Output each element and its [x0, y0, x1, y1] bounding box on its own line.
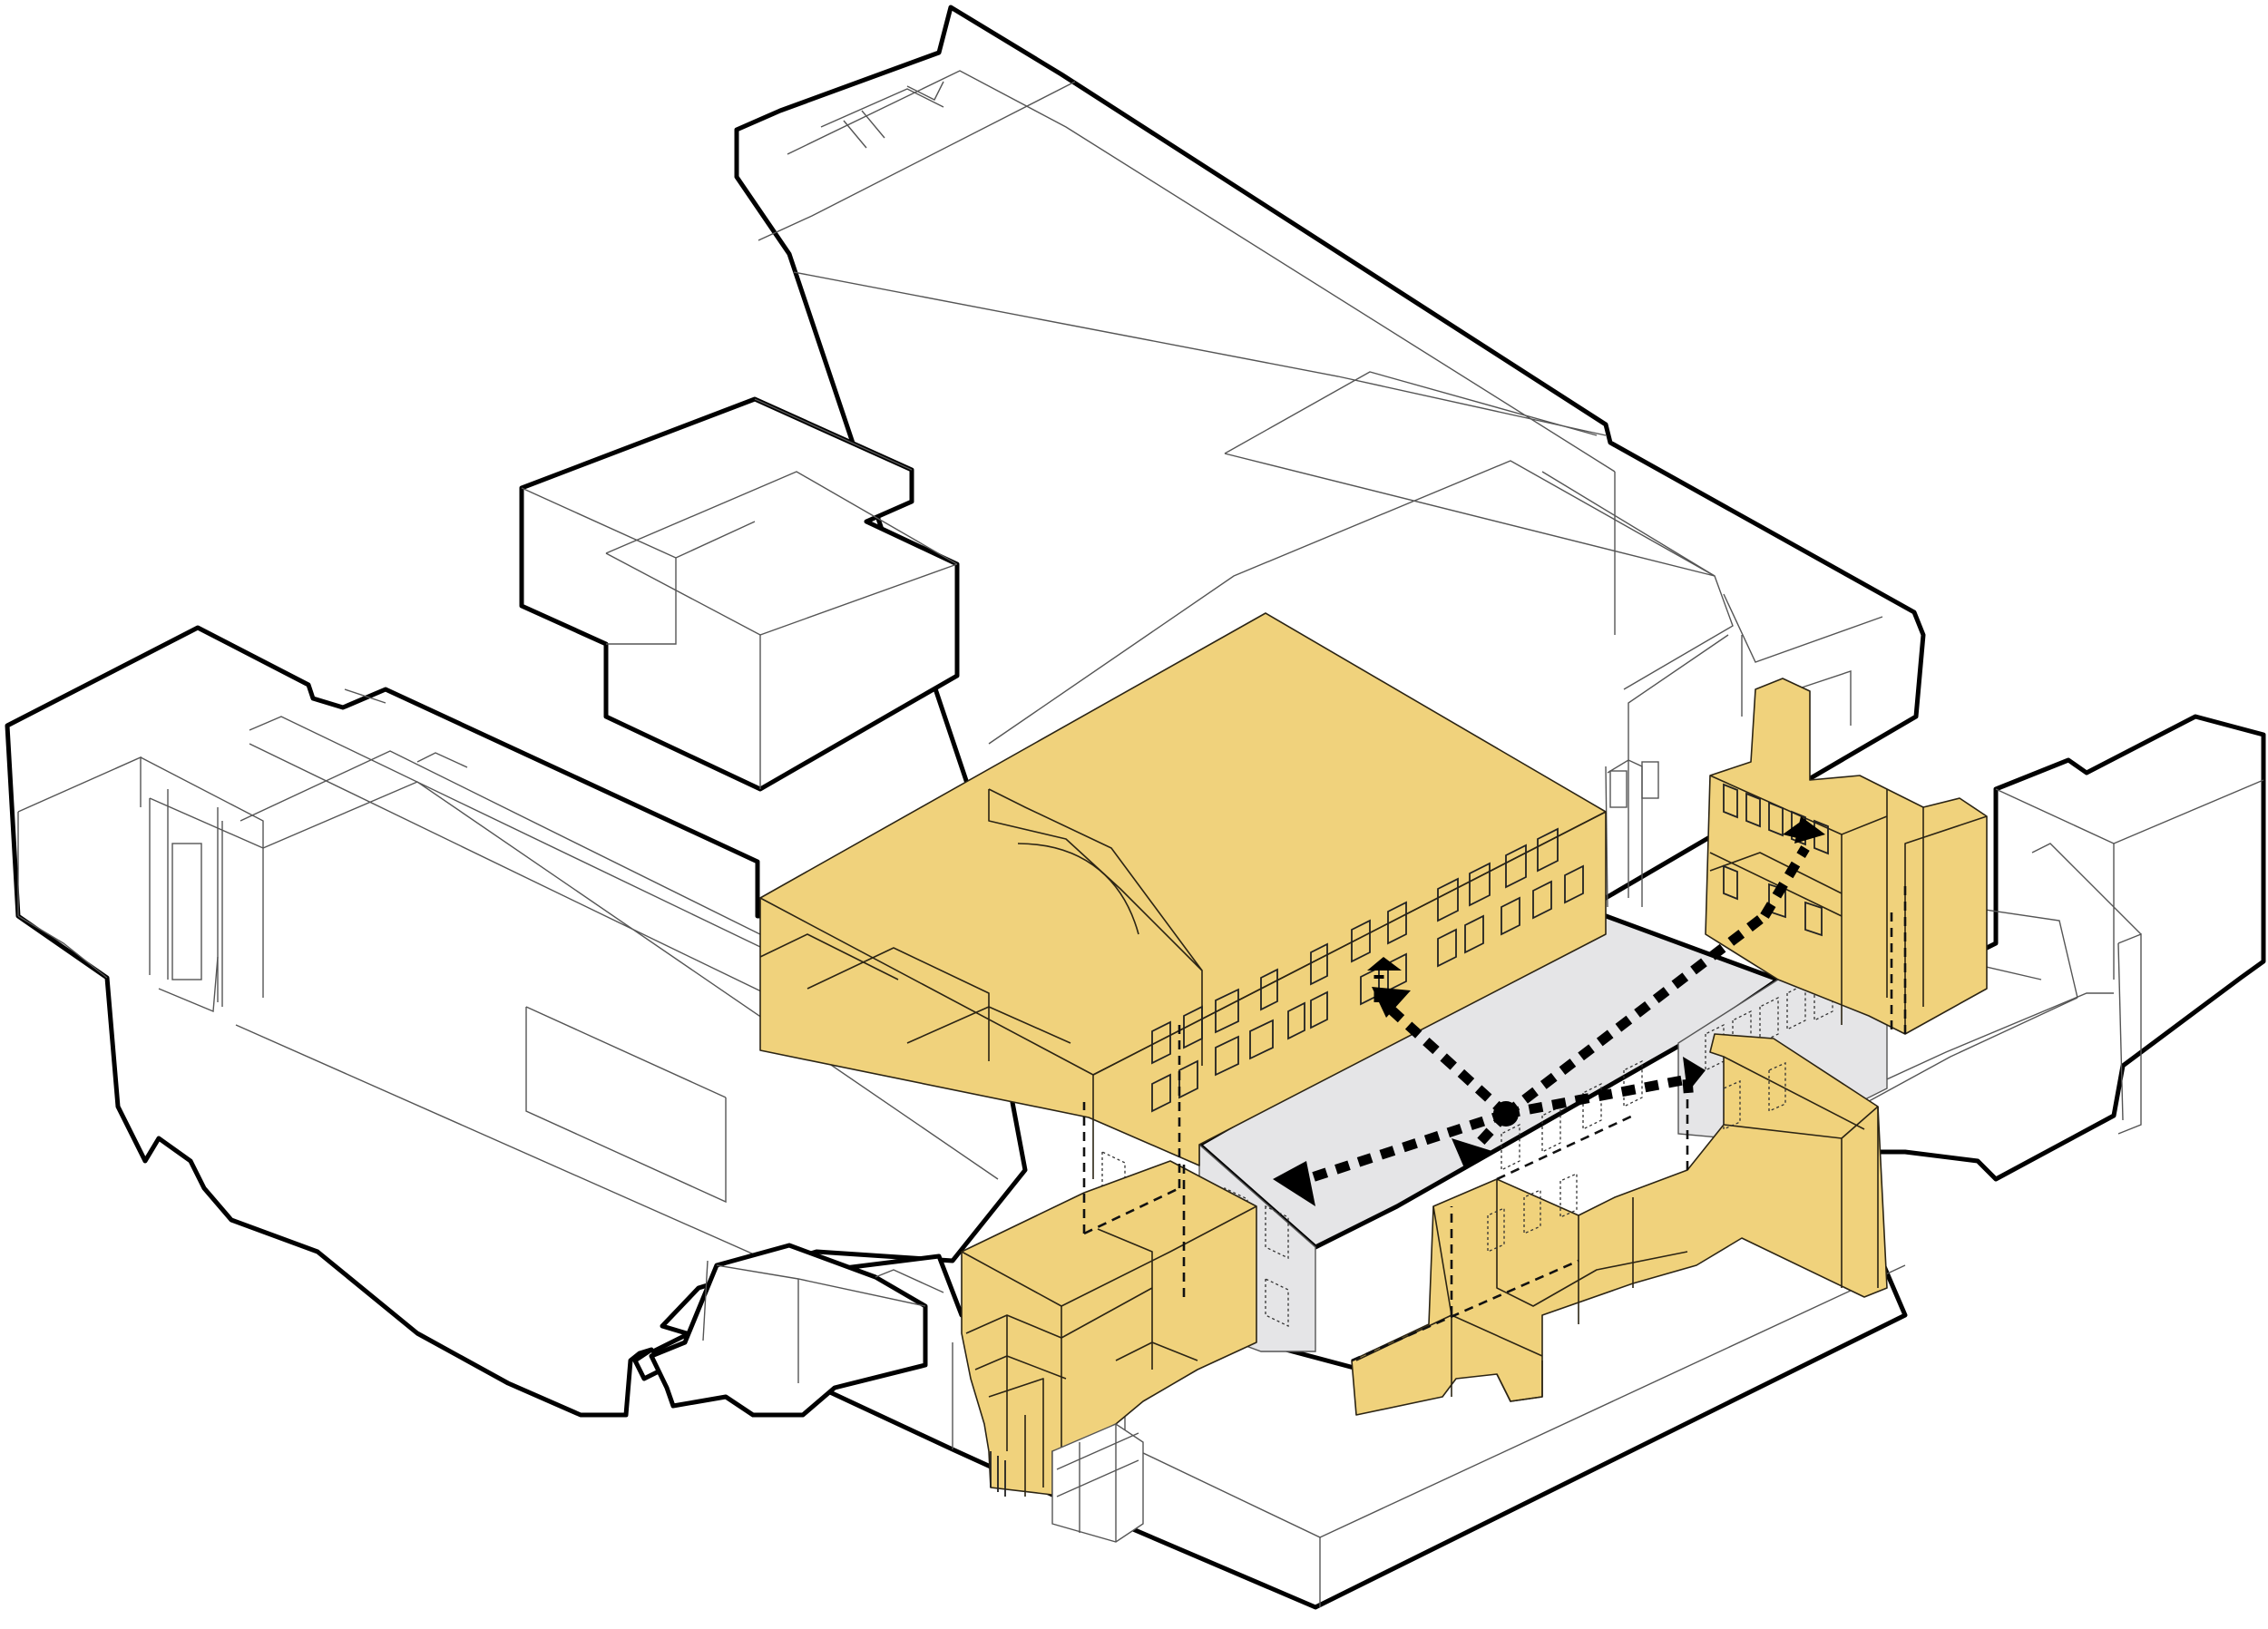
southwest-annex-building	[649, 1243, 944, 1418]
twin-box-buildings	[519, 396, 960, 792]
north-east-tower-highlight	[1705, 678, 1988, 1035]
arrow-to-east	[1504, 1074, 1689, 1119]
arrow-down-east	[1682, 1078, 1695, 1103]
arrow-to-northeast	[1502, 912, 1768, 1118]
circulation-hub-dot	[1493, 1101, 1519, 1127]
north-west-block-highlight	[759, 612, 1607, 1179]
arrow-head-northeast	[1794, 816, 1825, 844]
arrow-to-northwest	[1384, 1002, 1510, 1118]
arrow-head-south	[1452, 1138, 1495, 1170]
arrow-head-northwest-up	[1367, 957, 1402, 971]
south-east-wing-highlight	[1351, 1033, 1888, 1416]
arrow-up-northeast	[1760, 845, 1810, 919]
south-west-block-highlight	[961, 1025, 1257, 1543]
circulation-arrows	[1273, 816, 1825, 1206]
arrow-head-southwest	[1273, 1161, 1315, 1206]
north-west-block-windows	[1151, 827, 1584, 1113]
